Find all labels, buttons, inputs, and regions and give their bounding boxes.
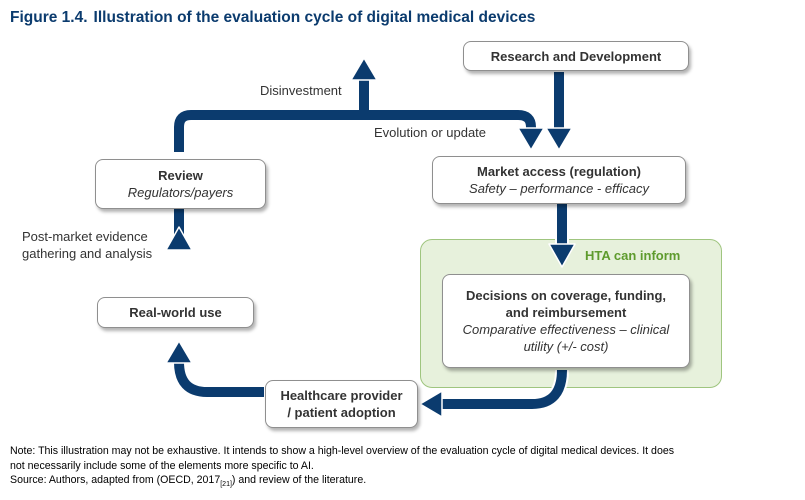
arrow-decisions-to-healthcare — [440, 369, 567, 409]
arrowhead-up-review — [165, 226, 193, 251]
market-access-box: Market access (regulation) Safety – perf… — [432, 156, 686, 204]
arrowhead-down-decisions — [548, 243, 576, 268]
review-subtitle: Regulators/payers — [127, 185, 234, 200]
decisions-subtitle-line1: Comparative effectiveness – clinical — [462, 322, 670, 337]
healthcare-adoption-box: Healthcare provider / patient adoption — [265, 380, 418, 428]
figure-note: Note: This illustration may not be exhau… — [10, 444, 790, 493]
postmarket-label-line2: gathering and analysis — [22, 246, 153, 261]
source-ref: [21] — [220, 481, 232, 489]
source-suffix: ) and review of the literature. — [231, 474, 367, 486]
research-title: Research and Development — [490, 48, 662, 64]
evolution-label: Evolution or update — [374, 125, 487, 140]
arrow-review-to-market — [174, 110, 536, 152]
arrowhead-up-realworld — [165, 340, 193, 364]
hta-label: HTA can inform — [585, 248, 681, 263]
market-subtitle: Safety – performance - efficacy — [469, 181, 649, 196]
arrowhead-down-market-right — [545, 127, 573, 151]
arrowhead-down-market-left — [517, 127, 545, 151]
market-title: Market access (regulation) — [476, 164, 641, 179]
realworld-title: Real-world use — [129, 305, 222, 320]
source-line: Source: Authors, adapted from (OECD, 201… — [10, 473, 790, 493]
decisions-subtitle-line2: utility (+/- cost) — [523, 339, 609, 354]
postmarket-label: Post-market evidence gathering and analy… — [22, 228, 152, 262]
postmarket-label-line1: Post-market evidence — [22, 229, 148, 244]
note-line1: Note: This illustration may not be exhau… — [10, 445, 675, 457]
figure-title-text: Illustration of the evaluation cycle of … — [93, 9, 536, 26]
decisions-box: Decisions on coverage, funding, and reim… — [442, 274, 690, 368]
figure-title: Figure 1.4. Illustration of the evaluatio… — [10, 9, 535, 27]
arrow-healthcare-to-realworld — [174, 361, 264, 397]
research-development-box: Research and Development — [463, 41, 689, 71]
decisions-title-line1: Decisions on coverage, funding, — [465, 288, 667, 303]
arrowhead-left-healthcare — [419, 390, 443, 418]
healthcare-title-line2: / patient adoption — [287, 405, 396, 420]
source-prefix: Source: Authors, adapted from (OECD, 201… — [10, 474, 221, 486]
figure-number: Figure 1.4. — [10, 9, 88, 26]
arrowhead-up-disinvestment — [350, 57, 378, 81]
note-line2: not necessarily include some of the elem… — [10, 459, 314, 472]
review-box: Review Regulators/payers — [95, 159, 266, 209]
real-world-use-box: Real-world use — [97, 297, 254, 328]
review-title: Review — [158, 168, 203, 183]
healthcare-title-line1: Healthcare provider — [280, 388, 403, 403]
disinvestment-label: Disinvestment — [260, 83, 342, 98]
decisions-title-line2: and reimbursement — [505, 305, 627, 320]
